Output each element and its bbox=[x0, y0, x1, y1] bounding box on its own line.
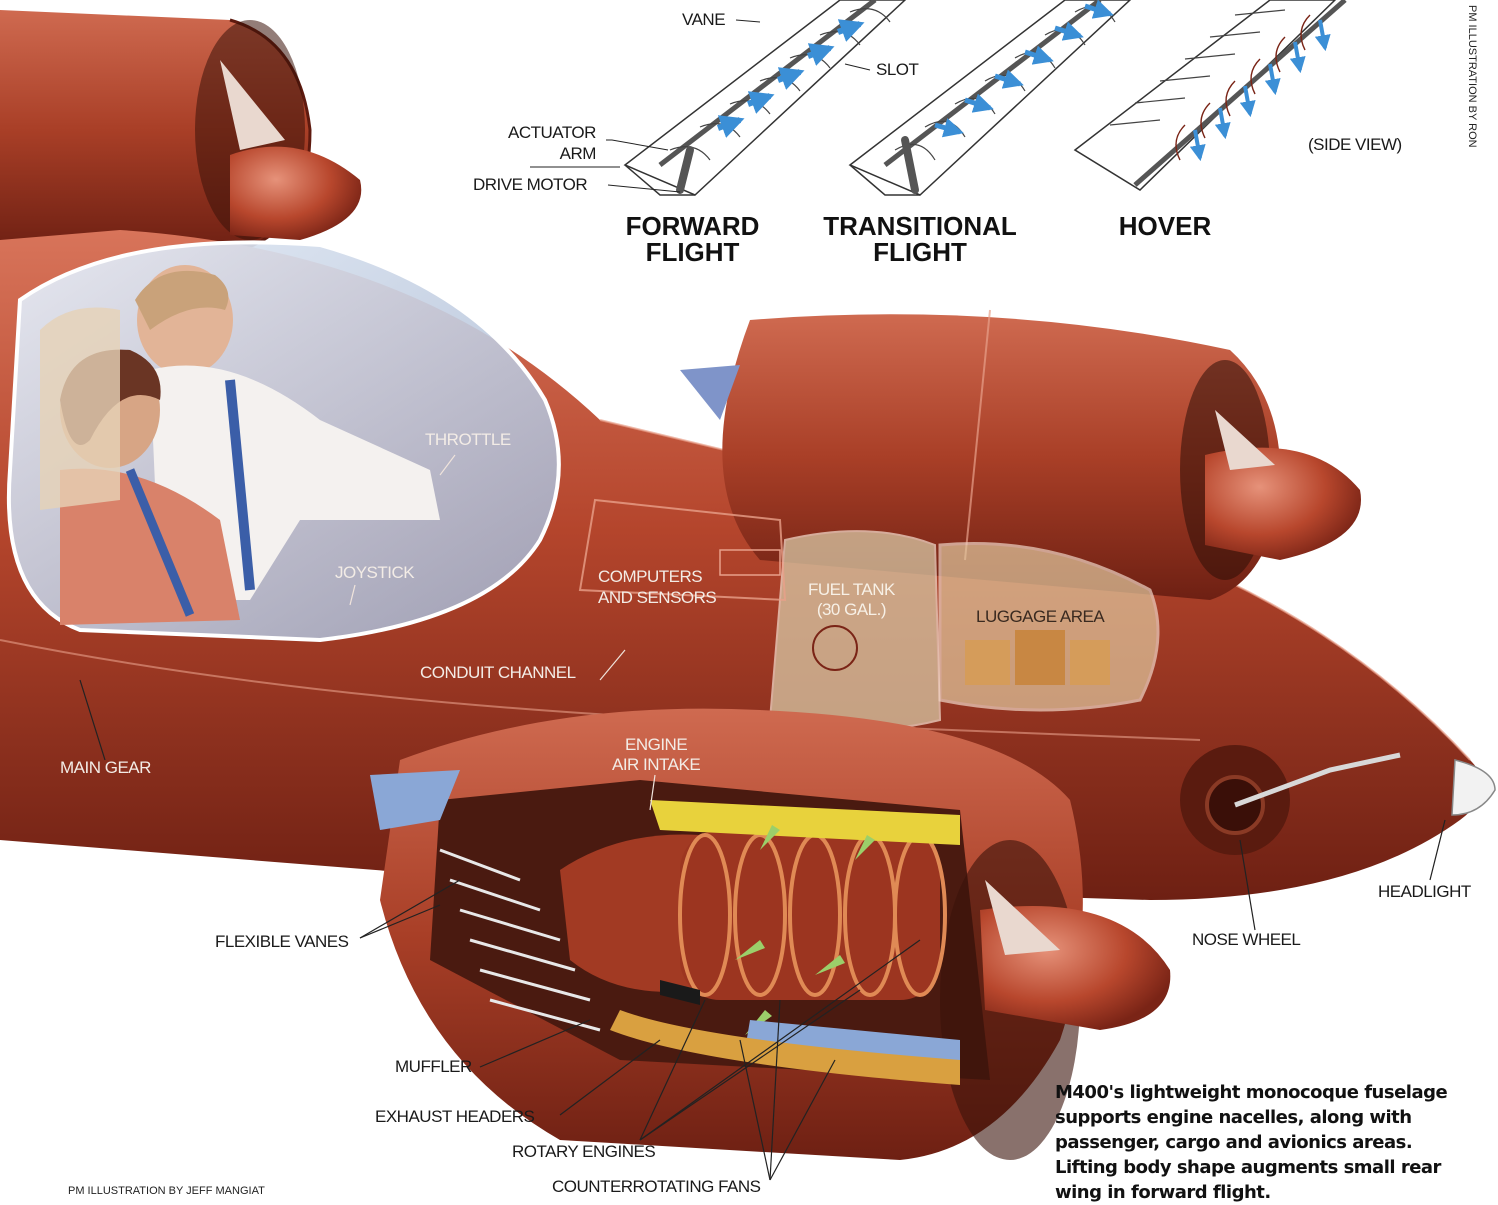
credit-bottom: PM ILLUSTRATION BY JEFF MANGIAT bbox=[68, 1185, 265, 1197]
credit-side: PM ILLUSTRATION BY RON bbox=[1466, 5, 1478, 148]
mode-hover: HOVER bbox=[1100, 213, 1230, 239]
label-counterrotating-fans: COUNTERROTATING FANS bbox=[552, 1177, 761, 1197]
label-fuel-tank: FUEL TANK (30 GAL.) bbox=[808, 580, 895, 620]
mode-transitional-flight: TRANSITIONAL FLIGHT bbox=[800, 213, 1040, 265]
label-slot: SLOT bbox=[876, 60, 918, 80]
label-drive-motor: DRIVE MOTOR bbox=[473, 175, 587, 195]
headlight bbox=[1452, 760, 1495, 815]
label-actuator-arm: ACTUATOR ARM bbox=[508, 122, 596, 164]
rear-nacelle-upper-left bbox=[0, 10, 361, 250]
label-side-view: (SIDE VIEW) bbox=[1308, 135, 1402, 155]
label-nose-wheel: NOSE WHEEL bbox=[1192, 930, 1300, 950]
label-engine-air-intake: ENGINE AIR INTAKE bbox=[612, 735, 700, 775]
figure-caption: M400's lightweight monocoque fuselage su… bbox=[1055, 1080, 1475, 1205]
mode-forward-flight: FORWARD FLIGHT bbox=[610, 213, 775, 265]
label-conduit-channel: CONDUIT CHANNEL bbox=[420, 663, 576, 683]
label-joystick: JOYSTICK bbox=[335, 563, 414, 583]
label-computers-and-sensors: COMPUTERS AND SENSORS bbox=[598, 566, 716, 608]
rotary-engine-stack bbox=[680, 830, 945, 1000]
fuel-tank-window bbox=[770, 531, 940, 730]
label-headlight: HEADLIGHT bbox=[1378, 882, 1471, 902]
label-flexible-vanes: FLEXIBLE VANES bbox=[215, 932, 348, 952]
label-main-gear: MAIN GEAR bbox=[60, 758, 151, 778]
label-exhaust-headers: EXHAUST HEADERS bbox=[375, 1107, 534, 1127]
label-throttle: THROTTLE bbox=[425, 430, 511, 450]
vane-diagram-hover bbox=[1075, 0, 1345, 190]
label-muffler: MUFFLER bbox=[395, 1057, 472, 1077]
label-rotary-engines: ROTARY ENGINES bbox=[512, 1142, 655, 1162]
label-vane: VANE bbox=[682, 10, 725, 30]
vane-diagram-transitional bbox=[850, 0, 1130, 195]
label-luggage-area: LUGGAGE AREA bbox=[976, 607, 1104, 627]
